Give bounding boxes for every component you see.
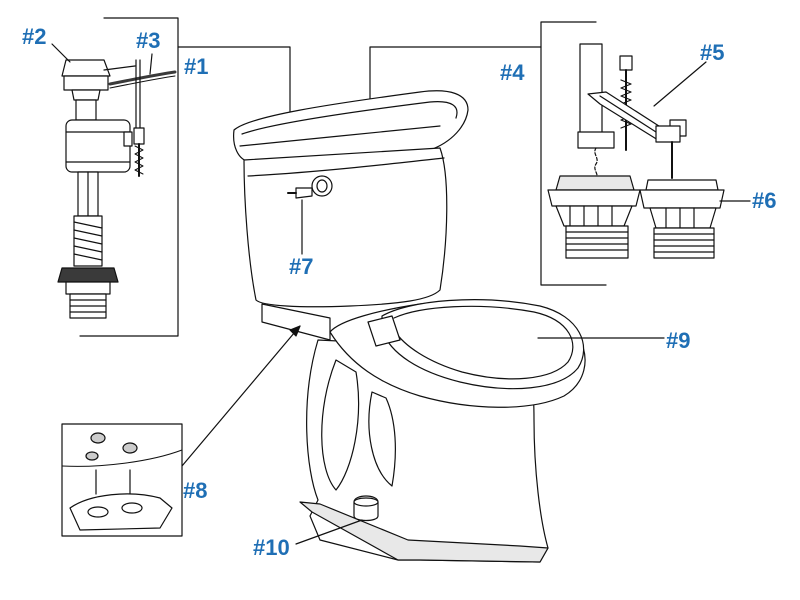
toilet-tank [233,90,469,308]
tank-bolts-inset [61,423,183,537]
callout-7: #7 [289,254,314,279]
callout-5: #5 [700,40,725,65]
fill-valve-assembly [57,59,177,319]
callout-10: #10 [253,535,290,560]
flush-valve-lever [587,55,725,259]
toilet-bowl [261,299,586,563]
flush-handle [287,175,333,199]
refill-tube [103,65,177,89]
toilet-seat [329,299,586,408]
bracket-flush-valve [369,21,607,286]
callout-4: #4 [500,60,525,85]
bracket-fill-valve [79,17,291,337]
fill-valve-cap [61,59,111,101]
callout-8: #8 [183,478,208,503]
callout-2: #2 [22,24,47,49]
callout-9: #9 [666,328,691,353]
callout-1: #1 [184,54,209,79]
flush-valve-chain [547,43,641,259]
bolt-cap [353,495,379,522]
callout-3: #3 [136,28,161,53]
callout-6: #6 [752,188,777,213]
